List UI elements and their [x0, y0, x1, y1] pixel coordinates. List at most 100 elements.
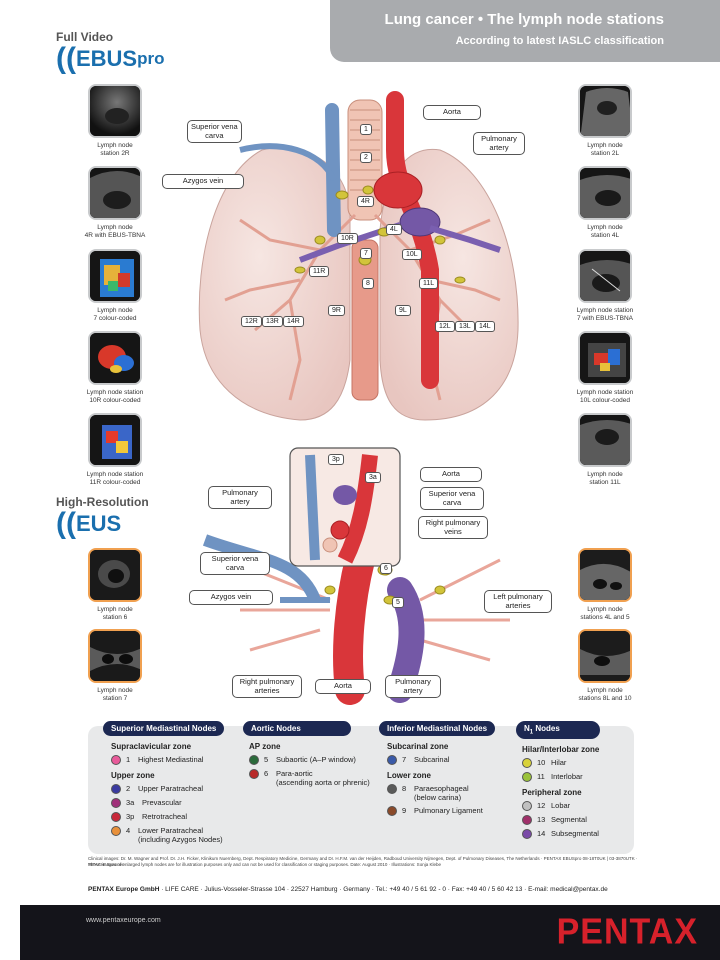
node-color-swatch [111, 812, 121, 822]
legend-num: 3p [126, 812, 135, 821]
legend-num: 10 [537, 757, 546, 767]
label-line: Pulmonary [481, 134, 517, 143]
legend-text: (ascending aorta or phrenic) [276, 778, 370, 787]
node-color-swatch [111, 798, 121, 808]
image-caption-line2: station 11L [589, 478, 621, 486]
node-10L: 10L [402, 249, 422, 260]
bronchial-tree [224, 213, 501, 401]
node-color-swatch [522, 814, 532, 825]
legend-num: 7 [402, 755, 407, 764]
node-color-swatch [387, 806, 397, 816]
ultrasound-image [88, 548, 142, 602]
legend-text: Interlobar [551, 771, 583, 781]
label-line: Aorta [334, 681, 352, 690]
legend-header-n1-main: N [524, 724, 530, 733]
node-7: 7 [360, 248, 372, 259]
brand-signal-icon: (( [56, 507, 76, 540]
image-caption-line1: Lymph node [587, 224, 623, 231]
image-caption-line1: Lymph node [587, 687, 623, 694]
legend-header-n1-sub: 1 [529, 729, 534, 736]
legend-text: Prevascular [142, 798, 182, 807]
legend-row: 10 Hilar [522, 757, 600, 768]
label-lower-aorta: Aorta [420, 467, 482, 482]
label-line: arteries [505, 600, 531, 610]
legend-num: 5 [264, 755, 269, 764]
legend-text: Hilar [551, 757, 567, 767]
label-pulmonary-artery: Pulmonary artery [473, 132, 525, 155]
label-line: Pulmonary [395, 677, 431, 686]
image-caption-line2: station 2L [590, 149, 620, 157]
node-3a: 3a [365, 472, 381, 483]
label-lower-aorta-bottom: Aorta [315, 679, 371, 694]
legend-text: (below carina) [414, 793, 462, 802]
left-lung [379, 148, 519, 421]
eus-brand: High-Resolution (( EUS [56, 495, 149, 540]
label-line: veins [444, 526, 462, 536]
pulmonary-artery [399, 207, 441, 237]
label-line: artery [489, 142, 509, 152]
legend-num: 1 [126, 755, 131, 764]
label-lower-azygos: Azygos vein [189, 590, 273, 605]
label-line: Aorta [442, 469, 460, 478]
label-right-pulmonary-veins: Right pulmonary veins [418, 516, 488, 539]
legend-header-n1: N1 Nodes [516, 721, 600, 739]
image-caption-line2: 4R with EBUS-TBNA [84, 231, 146, 239]
legend-header-n1-tail: Nodes [533, 724, 560, 733]
legend-num: 11 [537, 771, 545, 781]
legend-header-aortic: Aortic Nodes [243, 721, 351, 736]
label-line: arteries [254, 685, 280, 695]
image-caption-line2: 7 colour-coded [93, 314, 137, 322]
node-color-swatch [522, 800, 532, 811]
ultrasound-image [578, 548, 632, 602]
legend-num: 8 [402, 784, 407, 793]
title-band: Lung cancer • The lymph node stations Ac… [330, 0, 720, 62]
image-caption-line1: Lymph node station [576, 307, 634, 314]
ultrasound-image [88, 249, 142, 303]
label-line: Aorta [443, 107, 461, 116]
legend-row: 11 Interlobar [522, 771, 600, 782]
node-9L: 9L [395, 305, 411, 316]
legend-superior: Superior Mediastinal Nodes Supraclavicul… [103, 718, 225, 844]
lower-lung-branches [229, 558, 510, 662]
eus-logo-text: EUS [75, 511, 122, 536]
label-line: Left pulmonary [493, 592, 543, 601]
ultrasound-image [88, 84, 142, 138]
fine-print-credits: Clinical images: Dr. M. Wagner and Prof.… [88, 856, 638, 867]
legend-n1: N1 Nodes Hilar/Interlobar zone 10 Hilar 1… [516, 718, 600, 839]
label-line: Superior vena [191, 122, 238, 131]
image-caption-line1: Lymph node [587, 471, 623, 478]
node-11R: 11R [309, 266, 330, 277]
legend-header-superior: Superior Mediastinal Nodes [103, 721, 225, 736]
image-caption-line2: 10L colour-coded [580, 396, 630, 404]
legend-header-inferior: Inferior Mediastinal Nodes [379, 721, 496, 736]
image-caption-line1: Lymph node station [86, 471, 144, 478]
legend-num: 4 [126, 826, 131, 835]
image-caption-line2: station 4L [590, 231, 620, 239]
node-color-swatch [111, 784, 121, 794]
legend-text: Lower Paratracheal [138, 826, 204, 835]
node-4R: 4R [357, 196, 374, 207]
label-line: Right pulmonary [239, 677, 295, 686]
ultrasound-image [88, 166, 142, 220]
label-line: Azygos vein [182, 176, 224, 185]
ultrasound-image [578, 331, 632, 385]
node-color-swatch [387, 755, 397, 765]
legend-zone-hilar: Hilar/Interlobar zone [522, 744, 600, 754]
legend-num: 12 [537, 800, 546, 810]
footer-url-link[interactable]: www.pentaxeurope.com [86, 917, 161, 924]
legend-num: 6 [264, 769, 269, 778]
company-name: PENTAX Europe GmbH [88, 886, 160, 893]
image-caption-line2: station 7 [102, 694, 128, 702]
label-right-pulmonary-arteries: Right pulmonary arteries [232, 675, 302, 698]
node-13L: 13L [455, 321, 475, 332]
node-6: 6 [380, 563, 392, 574]
